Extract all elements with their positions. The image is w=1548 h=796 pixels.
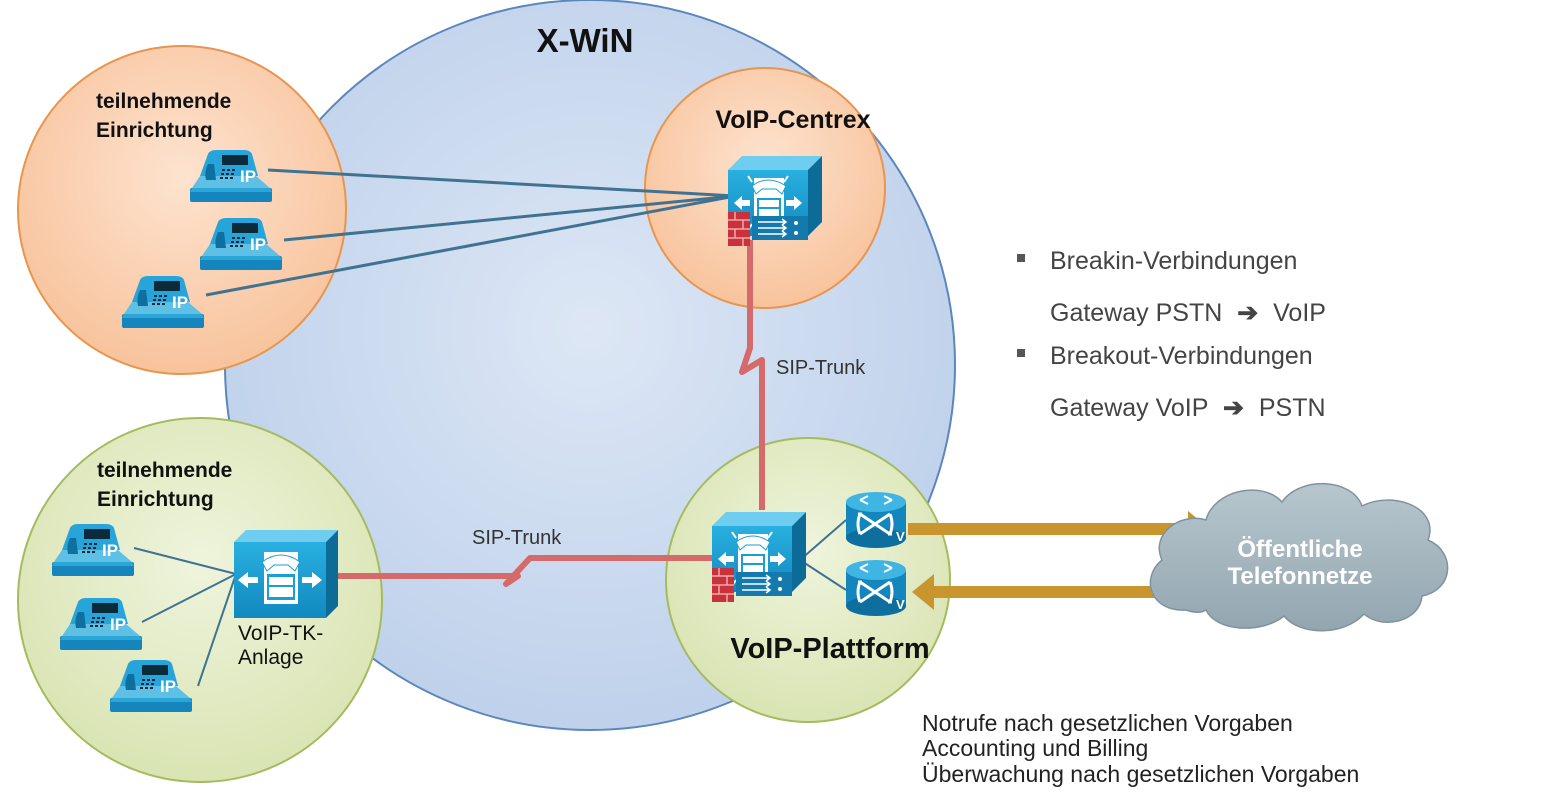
bullet-marker: [1017, 349, 1025, 357]
pbx-label-line1: VoIP-TK-: [238, 622, 323, 645]
bullet-item-2-line2: Gateway VoIP ➔ PSTN: [1050, 394, 1326, 422]
voip-pbx-device-icon: [234, 530, 338, 618]
centrex-title: VoIP-Centrex: [715, 106, 870, 134]
gateway-letter: V: [896, 529, 905, 544]
bullet-marker: [1017, 254, 1025, 262]
note-line-1: Notrufe nach gesetzlichen Vorgaben: [922, 710, 1293, 736]
phone-links-top: [205, 168, 736, 297]
institution-top-circle: [17, 45, 347, 375]
sip-trunk-vertical: [739, 240, 765, 510]
bullet-item-1-line2: Gateway PSTN ➔ VoIP: [1050, 299, 1326, 327]
platform-switch-panel-icon: [736, 572, 792, 596]
pstn-label-line2: Telefonnetze: [1228, 563, 1373, 590]
sip-trunk-horizontal-label: SIP-Trunk: [472, 527, 562, 549]
bullet-item-1-line1: Breakin-Verbindungen: [1050, 247, 1297, 275]
centrex-firewall-icon: [728, 212, 750, 246]
bullet-list: Breakin-Verbindungen Gateway PSTN ➔ VoIP…: [1017, 247, 1326, 422]
network-title: X-WiN: [537, 22, 634, 59]
platform-title: VoIP-Plattform: [730, 633, 929, 665]
pbx-label-line2: Anlage: [238, 646, 303, 669]
platform-firewall-icon: [712, 568, 734, 602]
platform-notes: Notrufe nach gesetzlichen Vorgaben Accou…: [922, 710, 1359, 787]
sip-trunk-horizontal: [334, 555, 718, 587]
institution-bottom-label-line2: Einrichtung: [97, 488, 214, 511]
institution-top-label-line1: teilnehmende: [96, 90, 231, 113]
pstn-cloud-icon: [1149, 482, 1449, 632]
breakin-arrow: [912, 574, 1202, 610]
centrex-switch-panel-icon: [752, 216, 808, 240]
phone-links-bottom: [133, 519, 847, 687]
note-line-3: Überwachung nach gesetzlichen Vorgaben: [922, 761, 1359, 787]
sip-trunk-vertical-label: SIP-Trunk: [776, 357, 866, 379]
institution-bottom-label-line1: teilnehmende: [97, 459, 232, 482]
gateway-letter: V: [896, 597, 905, 612]
institution-bottom-circle: [17, 417, 383, 783]
bullet-item-2-line1: Breakout-Verbindungen: [1050, 342, 1313, 370]
note-line-2: Accounting und Billing: [922, 735, 1148, 761]
platform-circle: [665, 437, 951, 723]
institution-top-label-line2: Einrichtung: [96, 119, 213, 142]
pstn-label-line1: Öffentliche: [1237, 536, 1362, 563]
